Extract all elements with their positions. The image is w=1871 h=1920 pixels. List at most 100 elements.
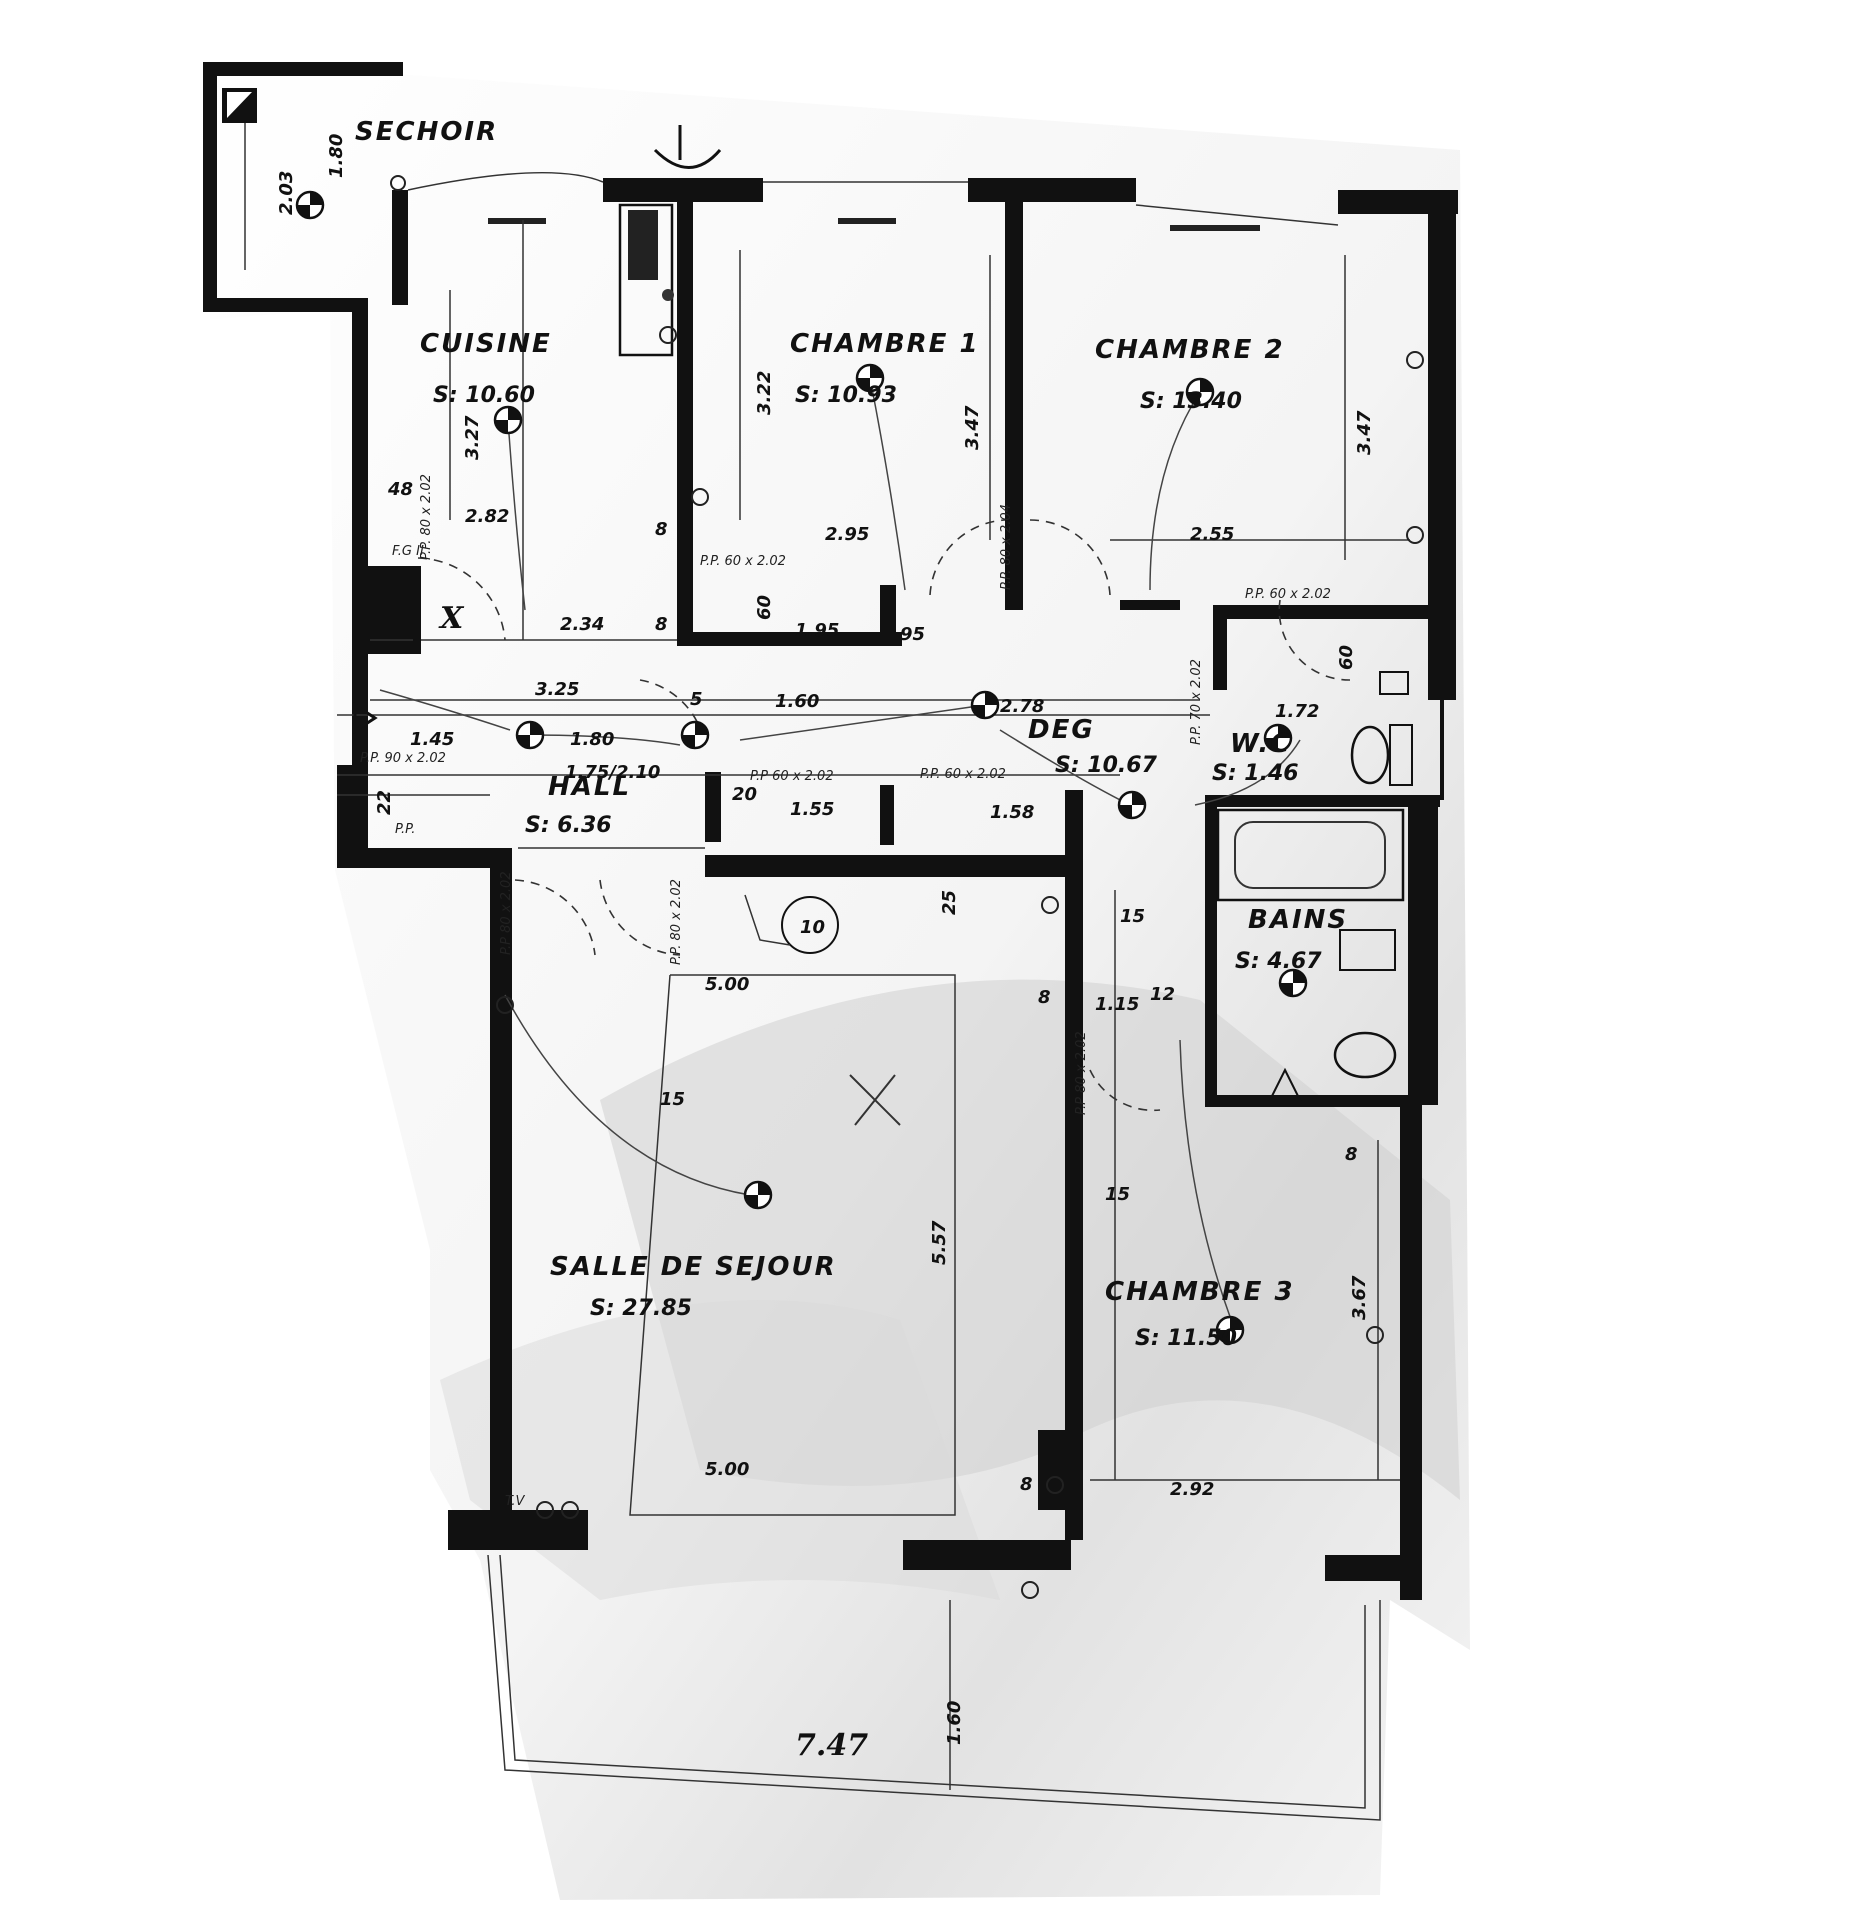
light-fixture-quarter xyxy=(985,692,998,705)
dim-180b: 1.80 xyxy=(570,729,614,750)
door-label-a: P.P. 80 x 2.02 xyxy=(419,474,434,560)
door-label-j: P.P. 80 x 2.02 xyxy=(669,879,684,965)
light-fixture-quarter xyxy=(758,1182,771,1195)
light-fixture-quarter xyxy=(1187,392,1200,405)
light-fixture-quarter xyxy=(508,407,521,420)
dim-327: 3.27 xyxy=(462,415,483,460)
dim-8e: 8 xyxy=(655,614,668,635)
tv-label: T.V xyxy=(505,1494,526,1509)
dim-175: 1.75/2.10 xyxy=(565,762,660,783)
outlets xyxy=(390,175,1424,1599)
light-fixture-quarter xyxy=(530,722,543,735)
light-fixture-quarter xyxy=(310,192,323,205)
dim-8: 8 xyxy=(1038,987,1051,1008)
dim-20: 20 xyxy=(732,784,757,805)
room-area-sejour: S: 27.85 xyxy=(590,1296,692,1321)
light-fixture-quarter xyxy=(857,378,870,391)
dim-747: 7.47 xyxy=(795,1728,868,1763)
dim-95: 95 xyxy=(900,624,925,645)
dim-22: 22 xyxy=(374,790,395,815)
x-mark-label: X xyxy=(438,601,465,636)
thin-lines xyxy=(244,95,1413,1821)
room-area-cuisine: S: 10.60 xyxy=(433,383,535,408)
pp-label: P.P. xyxy=(395,822,415,837)
labels: SECHOIR CUISINE S: 10.60 CHAMBRE 1 S: 10… xyxy=(276,117,1375,1763)
room-name-hall: HALL xyxy=(548,772,631,802)
room-name-sejour: SALLE DE SEJOUR xyxy=(550,1252,837,1282)
light-fixtures xyxy=(295,190,1308,1345)
light-fixture-quarter xyxy=(745,1195,758,1208)
dim-282: 2.82 xyxy=(465,506,509,527)
electrical-wires xyxy=(379,377,1301,1331)
dim-347: 3.47 xyxy=(962,405,983,450)
room-area-wc: S: 1.46 xyxy=(1212,761,1299,786)
walls xyxy=(203,62,1458,1600)
light-fixture-quarter xyxy=(1265,738,1278,751)
dim-12: 12 xyxy=(1150,984,1175,1005)
dim-5: 5 xyxy=(690,689,703,710)
x-mark xyxy=(849,1074,901,1126)
door-label-k: P.P 80 x 2.02 xyxy=(499,871,514,955)
door-label-f: P.P 60 x 2.02 xyxy=(750,769,834,784)
light-fixture-quarter xyxy=(1293,970,1306,983)
dim-8d: 8 xyxy=(655,519,668,540)
room-name-bains: BAINS xyxy=(1248,905,1348,935)
dim-8b: 8 xyxy=(1020,1474,1033,1495)
room-name-sechoir: SECHOIR xyxy=(355,117,498,147)
room-area-deg: S: 10.67 xyxy=(1055,753,1158,778)
dim-115: 1.15 xyxy=(1095,994,1139,1015)
door-label-c: P.P. 80 x 2.04 xyxy=(999,504,1014,590)
dim-325: 3.25 xyxy=(535,679,579,700)
light-fixture-quarter xyxy=(1278,725,1291,738)
door-label-i: P.P 80 x 2.02 xyxy=(1074,1031,1089,1115)
dim-180: 1.80 xyxy=(326,134,347,178)
dim-367: 3.67 xyxy=(1349,1275,1370,1320)
dim-48: 48 xyxy=(387,479,413,500)
light-fixture-quarter xyxy=(495,420,508,433)
light-fixture-quarter xyxy=(297,205,310,218)
room-name-chambre3: CHAMBRE 3 xyxy=(1105,1277,1295,1307)
dim-15: 15 xyxy=(1120,906,1145,927)
room-name-chambre1: CHAMBRE 1 xyxy=(790,329,980,359)
entry-arrow-icon xyxy=(653,148,722,169)
door-label-b: P.P. 60 x 2.02 xyxy=(700,554,786,569)
dim-557: 5.57 xyxy=(929,1220,950,1265)
room-name-chambre2: CHAMBRE 2 xyxy=(1095,335,1285,365)
dim-8c: 8 xyxy=(1345,1144,1358,1165)
dim-172: 1.72 xyxy=(1275,701,1319,722)
light-fixture-quarter xyxy=(695,722,708,735)
light-fixture-quarter xyxy=(517,735,530,748)
room-name-wc: W.C xyxy=(1230,729,1291,759)
dim-278: 2.78 xyxy=(1000,696,1044,717)
light-fixture-quarter xyxy=(1230,1317,1243,1330)
door-label-g: P.P. 60 x 2.02 xyxy=(920,767,1006,782)
light-fixture-quarter xyxy=(870,365,883,378)
dim-195: 1.95 xyxy=(795,620,839,641)
light-fixture-quarter xyxy=(682,735,695,748)
dim-158: 1.58 xyxy=(990,802,1034,823)
light-fixture-quarter xyxy=(1132,792,1145,805)
dim-500b: 5.00 xyxy=(705,1459,749,1480)
light-fixture-quarter xyxy=(1200,379,1213,392)
dim-292: 2.92 xyxy=(1170,1479,1214,1500)
room-name-deg: DEG xyxy=(1028,715,1095,745)
light-fixture-quarter xyxy=(972,705,985,718)
room-area-chambre1: S: 10.93 xyxy=(795,383,897,408)
dim-322: 3.22 xyxy=(754,371,775,415)
dim-60b: 60 xyxy=(1336,645,1357,670)
door-label-e: P.P. 70 x 2.02 xyxy=(1189,659,1204,745)
room-area-hall: S: 6.36 xyxy=(525,813,612,838)
dim-15b: 15 xyxy=(1105,1184,1130,1205)
room-area-chambre3: S: 11.50 xyxy=(1135,1326,1237,1351)
light-fixture-quarter xyxy=(1280,983,1293,996)
dim-255: 2.55 xyxy=(1190,524,1234,545)
light-fixture-quarter xyxy=(1217,1330,1230,1343)
dim-25: 25 xyxy=(939,890,960,915)
circle-10-marker xyxy=(781,896,839,954)
triangle-marker xyxy=(353,702,378,734)
room-area-bains: S: 4.67 xyxy=(1235,949,1322,974)
dim-500: 5.00 xyxy=(705,974,749,995)
dim-295: 2.95 xyxy=(825,524,869,545)
dim-60: 60 xyxy=(754,595,775,620)
